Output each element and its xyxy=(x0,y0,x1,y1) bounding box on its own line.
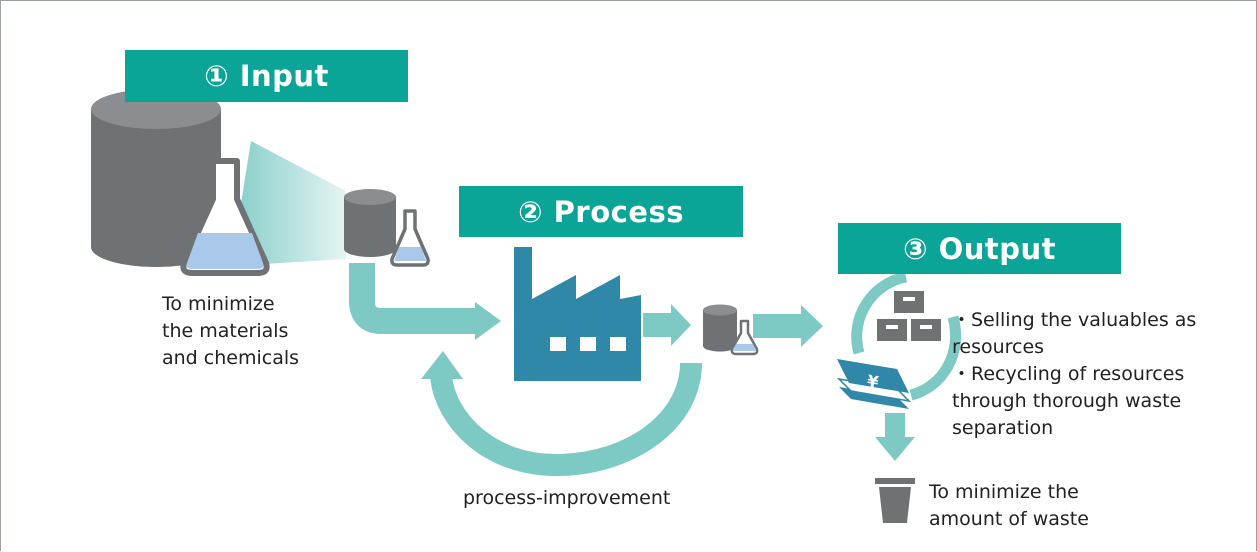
input-to-process-arrow xyxy=(349,263,501,340)
input-note: To minimize the materials and chemicals xyxy=(162,293,300,369)
boxes-icon xyxy=(877,291,941,341)
output-flask-icon xyxy=(730,319,759,356)
output-bullet-selling: ・Selling the valuables as resources xyxy=(952,309,1197,358)
process-to-tank-arrow xyxy=(643,304,691,346)
tank-to-output-arrow xyxy=(753,305,823,347)
output-tank-icon xyxy=(703,304,737,352)
trash-can-icon xyxy=(875,478,915,523)
waste-note: To minimize the amount of waste xyxy=(929,481,1089,530)
output-bullet-recycling: ・Recycling of resources through thorough… xyxy=(952,363,1185,439)
output-to-waste-arrow xyxy=(875,413,915,461)
process-improvement-label: process-improvement xyxy=(463,487,671,509)
yen-symbol: ¥ xyxy=(866,371,880,392)
magnify-beam xyxy=(231,141,346,266)
flask-icon xyxy=(180,158,270,276)
input-banner: ① Input xyxy=(125,50,408,102)
money-icon: ¥ xyxy=(836,359,912,409)
small-flask-icon xyxy=(390,209,430,267)
small-tank-icon xyxy=(344,189,396,257)
output-banner: ③ Output xyxy=(838,223,1121,274)
factory-icon xyxy=(514,247,641,381)
resource-cycle-arrows xyxy=(851,271,962,401)
process-banner: ② Process xyxy=(459,186,743,237)
process-improvement-loop-arrow xyxy=(421,351,702,477)
